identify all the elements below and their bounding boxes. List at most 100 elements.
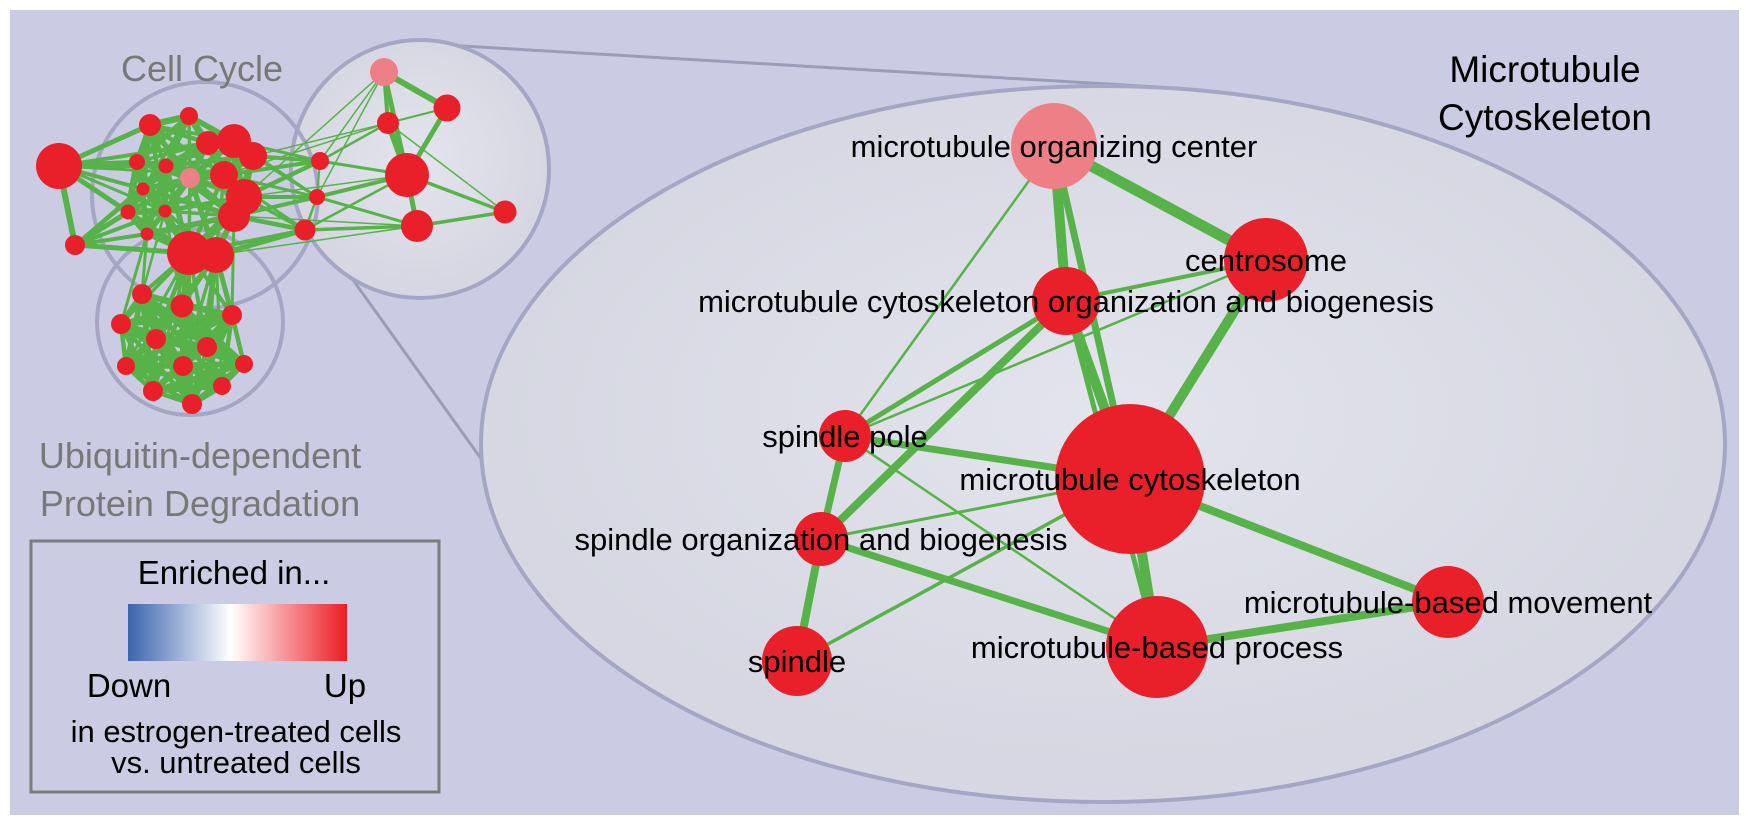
overview-node[interactable] xyxy=(311,152,329,170)
overview-edge xyxy=(152,383,223,394)
legend-caption-line2: vs. untreated cells xyxy=(111,745,361,780)
overview-edge xyxy=(387,122,506,213)
overview-node[interactable] xyxy=(370,58,398,86)
overview-node[interactable] xyxy=(222,305,242,325)
node-label-spindle-organization-and-biogenesis: spindle organization and biogenesis xyxy=(575,522,1068,557)
overview-edge xyxy=(190,254,218,405)
node-label-microtubule-organizing-center: microtubule organizing center xyxy=(851,129,1258,164)
overview-node[interactable] xyxy=(167,231,211,275)
overview-node[interactable] xyxy=(210,161,238,189)
cluster-label-ubiquitin-dependent-protein-degradation-line2: Protein Degradation xyxy=(40,483,360,524)
overview-node[interactable] xyxy=(239,142,267,170)
overview-node[interactable] xyxy=(213,377,231,395)
overview-node[interactable] xyxy=(377,112,399,134)
detail-edge-centrosome--spindle-pole xyxy=(844,258,1267,438)
overview-node[interactable] xyxy=(132,284,152,304)
overview-node[interactable] xyxy=(493,200,517,224)
zoom-connector-line-1 xyxy=(427,42,1159,89)
overview-edge xyxy=(214,254,224,387)
overview-edge xyxy=(304,224,418,232)
overview-edge xyxy=(73,209,130,248)
legend-down-label: Down xyxy=(87,667,171,704)
overview-node[interactable] xyxy=(129,154,145,170)
legend-up-label: Up xyxy=(324,667,366,704)
overview-edge xyxy=(125,344,208,369)
overview-edge xyxy=(187,252,194,405)
overview-edge xyxy=(219,314,235,387)
overview-edge xyxy=(319,71,385,162)
overview-node[interactable] xyxy=(170,294,194,318)
node-spindle-organization-and-biogenesis[interactable] xyxy=(794,512,848,566)
cluster-label-ubiquitin-dependent-protein-degradation-line1: Ubiquitin-dependent xyxy=(39,435,361,476)
overview-edge xyxy=(74,209,166,247)
overview-node[interactable] xyxy=(140,227,154,241)
overview-node[interactable] xyxy=(139,114,161,136)
node-microtubule-cytoskeleton[interactable] xyxy=(1055,404,1205,554)
detail-edge-microtubule-cytoskeleton-organization-and-biogenesis--spindle-pole xyxy=(843,298,1068,439)
overview-node[interactable] xyxy=(196,131,220,155)
overview-edge xyxy=(120,312,233,327)
node-microtubule-based-movement[interactable] xyxy=(1412,566,1484,638)
node-centrosome[interactable] xyxy=(1224,218,1308,302)
node-label-microtubule-cytoskeleton-organization-and-biogenesis: microtubule cytoskeleton organization an… xyxy=(698,284,1434,319)
node-microtubule-organizing-center[interactable] xyxy=(1011,103,1097,189)
legend: Enriched in... Down Up in estrogen-treated … xyxy=(29,539,441,794)
node-spindle[interactable] xyxy=(762,626,832,696)
overview-edge xyxy=(152,361,245,394)
detail-edge-spindle-organization-and-biogenesis--microtubule-based-process xyxy=(819,535,1159,651)
overview-node[interactable] xyxy=(433,94,461,122)
overview-edge xyxy=(243,71,385,198)
detail-edge-microtubule-cytoskeleton-organization-and-biogenesis--spindle-organization-and-biogenesis xyxy=(818,298,1069,542)
node-label-centrosome: centrosome xyxy=(1185,243,1347,278)
overview-node[interactable] xyxy=(294,219,316,241)
overview-edge xyxy=(74,232,148,247)
overview-edge xyxy=(316,195,418,228)
overview-node[interactable] xyxy=(198,237,234,273)
overview-edge xyxy=(215,225,418,256)
overview-node[interactable] xyxy=(36,143,82,189)
node-microtubule-based-process[interactable] xyxy=(1106,596,1208,698)
overview-edge xyxy=(243,174,408,198)
overview-node[interactable] xyxy=(136,182,150,196)
overview-edge xyxy=(119,233,149,325)
detail-edge-spindle-pole--microtubule-based-process xyxy=(844,434,1158,649)
overview-node[interactable] xyxy=(401,210,433,242)
detail-network-nodes xyxy=(762,103,1484,698)
overview-node[interactable] xyxy=(158,158,174,174)
overview-node[interactable] xyxy=(197,337,217,357)
node-label-spindle-pole: spindle pole xyxy=(762,419,927,454)
overview-edge xyxy=(230,215,236,316)
overview-node[interactable] xyxy=(180,107,198,125)
overview-network-nodes xyxy=(36,58,517,414)
overview-node[interactable] xyxy=(182,394,202,414)
overview-edge xyxy=(165,153,254,169)
overview-node[interactable] xyxy=(146,329,166,349)
legend-caption-line1: in estrogen-treated cells xyxy=(71,714,402,749)
overview-node[interactable] xyxy=(158,204,172,218)
overview-node[interactable] xyxy=(218,200,250,232)
node-microtubule-cytoskeleton-organization-and-biogenesis[interactable] xyxy=(1032,267,1100,335)
legend-title: Enriched in... xyxy=(138,554,331,591)
overview-node[interactable] xyxy=(120,204,136,220)
node-spindle-pole[interactable] xyxy=(819,410,871,462)
overview-node[interactable] xyxy=(235,355,253,373)
overview-edge xyxy=(74,164,167,247)
overview-node[interactable] xyxy=(117,357,135,375)
overview-node[interactable] xyxy=(143,381,163,401)
overview-edge xyxy=(181,254,218,367)
overview-node[interactable] xyxy=(385,153,429,197)
overview-node[interactable] xyxy=(65,235,85,255)
overview-node[interactable] xyxy=(173,356,193,376)
node-label-microtubule-based-movement: microtubule-based movement xyxy=(1244,585,1653,620)
overview-edge xyxy=(58,141,209,168)
overview-edge xyxy=(319,121,389,163)
legend-gradient-bar xyxy=(128,604,347,661)
overview-node[interactable] xyxy=(180,168,200,188)
overview-node[interactable] xyxy=(111,314,131,334)
overview-edge xyxy=(223,173,318,199)
overview-edge xyxy=(151,252,191,392)
node-label-microtubule-cytoskeleton: microtubule cytoskeleton xyxy=(959,462,1300,497)
node-label-microtubule-based-process: microtubule-based process xyxy=(971,630,1343,665)
cluster-label-cell-cycle-line1: Cell Cycle xyxy=(121,48,283,89)
overview-node[interactable] xyxy=(309,189,325,205)
